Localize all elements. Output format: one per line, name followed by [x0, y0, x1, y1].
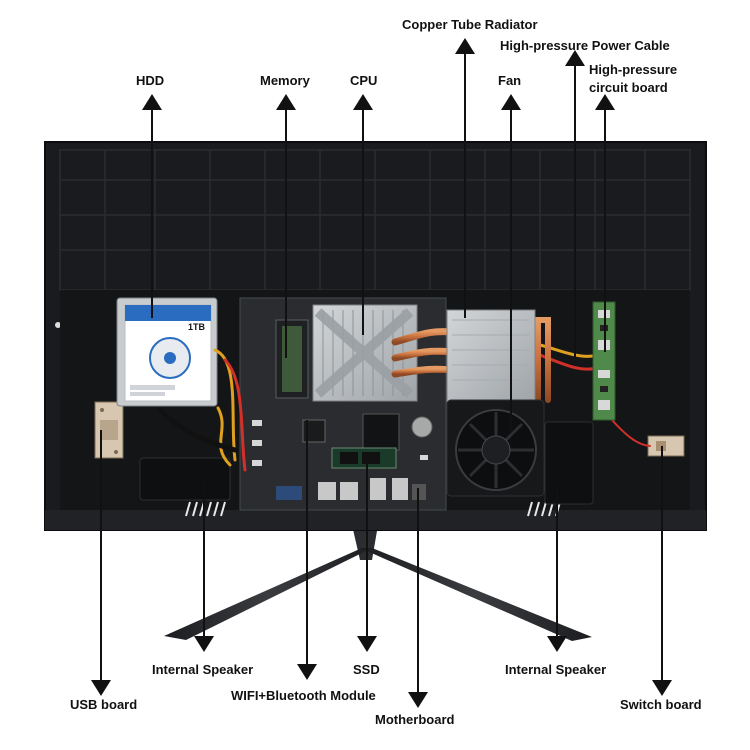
hdd-capacity-text: 1TB [188, 322, 206, 332]
label-switch-board: Switch board [620, 697, 702, 712]
label-wifi-bluetooth-module: WIFI+Bluetooth Module [231, 688, 376, 703]
label-usb-board: USB board [70, 697, 138, 712]
label-motherboard: Motherboard [375, 712, 455, 727]
radiator-block [446, 309, 536, 403]
switch-board-component [647, 435, 685, 457]
label-copper-tube-radiator: Copper Tube Radiator [402, 17, 538, 32]
label-internal-speaker-right: Internal Speaker [505, 662, 607, 677]
label-hdd: HDD [136, 73, 165, 88]
hdd-component: 1TB [116, 297, 218, 407]
fan-component [446, 399, 545, 497]
right-speaker-box [544, 421, 594, 505]
label-ssd: SSD [353, 662, 380, 677]
label-cpu: CPU [350, 73, 378, 88]
left-speaker-box [139, 457, 231, 501]
label-high-pressure-circuit-board: High-pressure circuit board [589, 61, 677, 97]
label-high-pressure-circuit-board-line2: circuit board [589, 80, 668, 95]
label-memory: Memory [260, 73, 310, 88]
label-high-pressure-power-cable: High-pressure Power Cable [500, 38, 670, 53]
usb-board-component [94, 401, 124, 459]
monitor-stand [164, 525, 592, 641]
label-fan: Fan [498, 73, 522, 88]
label-internal-speaker-left: Internal Speaker [152, 662, 254, 677]
label-high-pressure-circuit-board-line1: High-pressure [589, 62, 678, 77]
leader-lines [91, 38, 672, 708]
cpu-heatsink [312, 304, 418, 402]
